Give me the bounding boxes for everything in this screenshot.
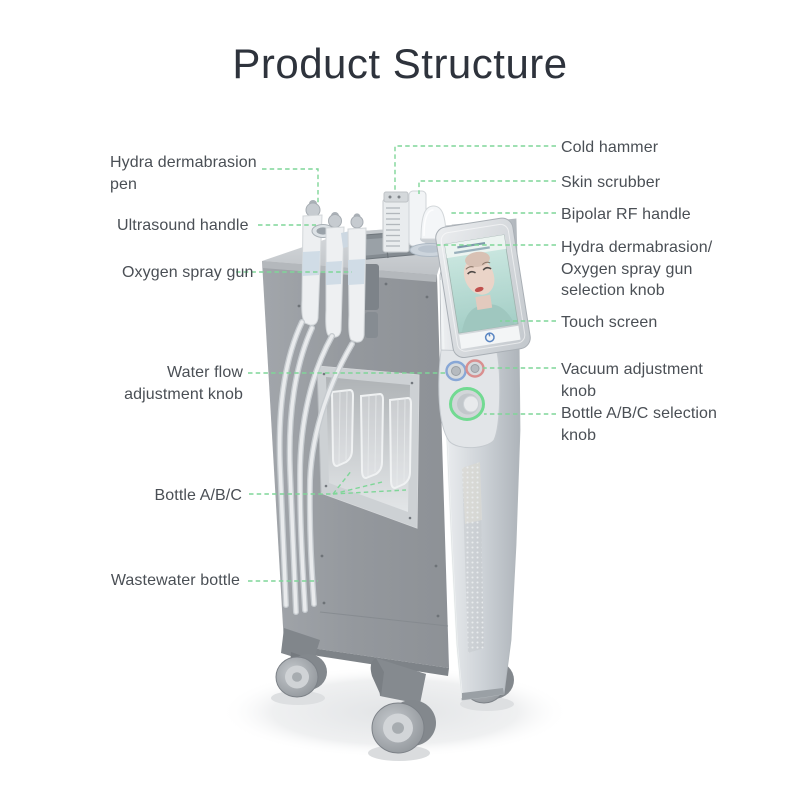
panel-screws xyxy=(297,282,440,618)
leader-skin-scrubber xyxy=(418,180,556,194)
leader-bottle-abc xyxy=(249,469,407,495)
bottle-a xyxy=(330,388,355,468)
label-bipolar-rf-handle: Bipolar RF handle xyxy=(561,206,691,223)
bottle-c xyxy=(388,396,413,490)
caster-wheel-front xyxy=(371,700,436,754)
handpieces xyxy=(301,200,367,343)
oxygen-spray-gun-device xyxy=(347,213,367,343)
bottle-b xyxy=(359,392,385,480)
label-oxygen-spray-gun: Oxygen spray gun xyxy=(122,264,254,281)
label-bottle-selection-knob: Bottle A/B/C selection knob xyxy=(561,405,718,444)
hydra-dermabrasion-pen-device xyxy=(301,200,323,326)
bottle-selection-knob xyxy=(449,387,485,421)
leader-lines xyxy=(236,145,556,582)
control-knobs xyxy=(445,359,485,421)
page-title: Product Structure xyxy=(232,40,568,87)
label-bottle-abc: Bottle A/B/C xyxy=(154,487,242,504)
label-water-flow-adjustment-knob: Water flow adjustment knob xyxy=(124,364,243,403)
power-icon xyxy=(484,332,495,343)
tubes xyxy=(276,319,355,615)
touch-screen-device xyxy=(435,217,531,359)
label-vacuum-adjustment-knob: Vacuum adjustment knob xyxy=(561,361,703,400)
vacuum-adjustment-knob xyxy=(465,359,485,378)
water-flow-adjustment-knob xyxy=(445,360,467,382)
handpiece-bracket-lower xyxy=(365,312,378,338)
label-skin-scrubber: Skin scrubber xyxy=(561,174,661,191)
base-casters xyxy=(275,628,436,754)
label-ultrasound-handle: Ultrasound handle xyxy=(117,217,249,234)
label-wastewater-bottle: Wastewater bottle xyxy=(110,572,240,589)
label-hydra-dermabrasion-pen: Hydra dermabrasion pen xyxy=(110,154,257,193)
cold-hammer-device xyxy=(382,191,410,253)
bottle-compartment xyxy=(316,365,420,529)
bottles xyxy=(330,388,413,490)
label-selection-knob: Hydra dermabrasion/ Oxygen spray gun sel… xyxy=(561,239,713,299)
handpiece-bracket xyxy=(362,264,379,310)
label-cold-hammer: Cold hammer xyxy=(561,139,659,156)
leader-hydra-pen xyxy=(262,168,319,203)
screen-portrait xyxy=(461,251,516,333)
caster-wheel-left xyxy=(275,654,327,698)
label-touch-screen: Touch screen xyxy=(561,314,658,331)
